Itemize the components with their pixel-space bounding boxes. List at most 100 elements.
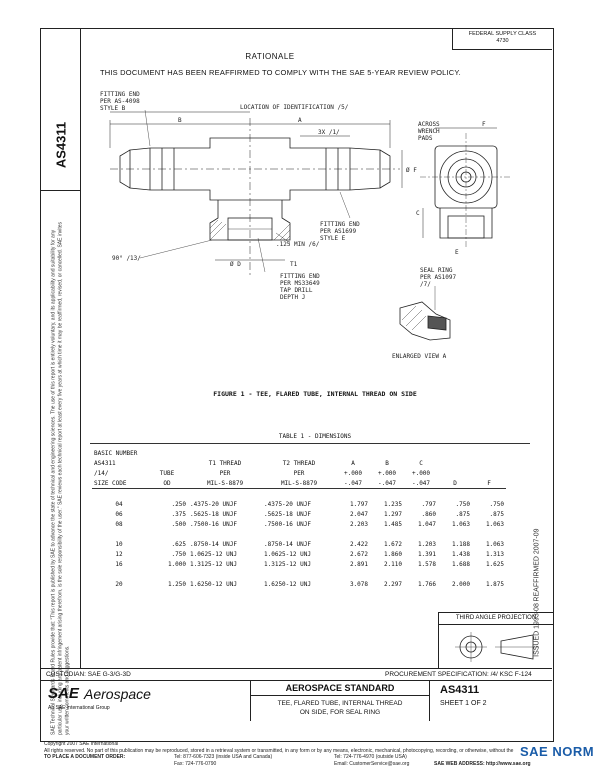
cell-tube: 1.250 (167, 580, 186, 588)
cell-c: 1.203 (417, 540, 436, 548)
label-dim-a: A (298, 117, 302, 124)
cell-tube: .500 (171, 520, 186, 528)
label-dim-f-dia: Ø F (406, 167, 417, 174)
cell-tube: .250 (171, 500, 186, 508)
label-fitting-end-bottom-2: PER MS33649 (280, 280, 320, 287)
label-dim-c: C (416, 210, 420, 217)
cell-a: 2.203 (349, 520, 368, 528)
label-fitting-end-bottom-1: FITTING END (280, 273, 320, 280)
cell-c: 1.391 (417, 550, 436, 558)
hdr-c-1: C (419, 459, 423, 467)
cell-d: 1.188 (451, 540, 470, 548)
label-identification: LOCATION OF IDENTIFICATION /5/ (240, 104, 349, 111)
cell-tube: .750 (171, 550, 186, 558)
cell-t2: .5625-18 UNJF (264, 510, 311, 518)
cell-b: 1.297 (383, 510, 402, 518)
label-fitting-end-right-2: PER AS1699 (320, 228, 357, 235)
cell-size: 16 (115, 560, 123, 568)
cell-d: .750 (455, 500, 470, 508)
footer-fax: Fax: 724-776-0790 (174, 760, 217, 767)
label-fitting-end-left-3: STYLE B (100, 105, 126, 112)
label-fitting-end-right-3: STYLE E (320, 235, 346, 242)
cell-d: 1.438 (451, 550, 470, 558)
table-row: 08 .500 .7500-16 UNJF .7500-16 UNJF 2.203 1.4… (92, 519, 506, 529)
cell-b: 1.235 (383, 500, 402, 508)
label-seal-ring-2: PER AS1097 (420, 274, 457, 281)
label-angle: 90° /13/ (112, 255, 141, 262)
label-across-1: ACROSS (418, 121, 440, 128)
side-doc-number: AS4311 (53, 121, 69, 169)
cell-tube: .375 (171, 510, 186, 518)
label-across-3: PADS (418, 135, 433, 142)
cell-c: 1.578 (417, 560, 436, 568)
cell-size: 08 (115, 520, 123, 528)
cell-d: 2.000 (451, 580, 470, 588)
cell-c: .797 (421, 500, 436, 508)
tee-fitting-drawing: FITTING END PER AS-4098 STYLE B LOCATION… (100, 91, 510, 360)
cell-a: 2.891 (349, 560, 368, 568)
cell-size: 12 (115, 550, 123, 558)
cell-t1: 1.3125-12 UNJ (190, 560, 237, 568)
sae-aerospace-logo: SAE Aerospace An SAE International Group (40, 681, 250, 721)
cell-f: 1.625 (485, 560, 504, 568)
title-block: AEROSPACE STANDARD TEE, FLARED TUBE, INT… (250, 681, 430, 721)
footer-tel-us: Tel: 877-606-7323 (inside USA and Canada… (174, 754, 273, 760)
label-dim-f: F (482, 121, 486, 128)
hdr-t1-3: MIL-S-8879 (206, 479, 244, 487)
cell-a: 1.797 (349, 500, 368, 508)
cell-b: 1.485 (383, 520, 402, 528)
sae-norm-watermark: SAE NORM (520, 744, 595, 759)
logo-group-text: An SAE International Group (48, 705, 110, 711)
table-title: TABLE 1 - DIMENSIONS (278, 433, 352, 440)
fsc-label: FEDERAL SUPPLY CLASS (468, 31, 537, 37)
cell-t2: .8750-14 UNJF (264, 540, 311, 548)
disclaimer-text: SAE Technical Standards Board Rules prov… (50, 221, 71, 735)
footer-copyright: Copyright 2007 SAE International (44, 741, 119, 747)
cell-t2: .4375-20 UNJF (264, 500, 311, 508)
hdr-b-3: -.047 (377, 479, 397, 487)
cell-a: 2.672 (349, 550, 368, 558)
cell-d: 1.688 (451, 560, 470, 568)
cell-a: 2.422 (349, 540, 368, 548)
cell-t2: .7500-16 UNJF (264, 520, 311, 528)
document-id: AS4311 (440, 684, 480, 696)
cell-c: .860 (421, 510, 436, 518)
label-dim-d: Ø D (230, 261, 241, 268)
hdr-a-3: -.047 (343, 479, 363, 487)
projection-symbol-icon (455, 632, 539, 662)
hdr-f: F (487, 479, 491, 487)
hdr-b-1: B (385, 459, 389, 467)
aerospace-standard-heading: AEROSPACE STANDARD (251, 683, 429, 696)
cell-f: 1.063 (485, 540, 504, 548)
procurement-spec: PROCUREMENT SPECIFICATION: /4/ KSC F-124 (385, 671, 532, 678)
cell-t1: .7500-16 UNJF (190, 520, 237, 528)
hdr-c-2: +.000 (411, 469, 431, 477)
label-t1: T1 (290, 261, 298, 268)
hdr-t2-2: PER (293, 469, 305, 477)
hdr-d: D (453, 479, 457, 487)
cell-a: 3.078 (349, 580, 368, 588)
hdr-tube-2: OD (163, 479, 171, 487)
cell-t2: 1.6250-12 UNJ (264, 580, 311, 588)
drawing-frame (40, 28, 554, 742)
custodian-label: CUSTODIAN: SAE G-3/G-3D (46, 671, 131, 678)
cell-tube: 1.000 (167, 560, 186, 568)
label-across-2: WRENCH (418, 128, 440, 135)
rationale-text: THIS DOCUMENT HAS BEEN REAFFIRMED TO COM… (100, 68, 461, 77)
cell-size: 20 (115, 580, 123, 588)
figure-caption: FIGURE 1 - TEE, FLARED TUBE, INTERNAL TH… (213, 390, 417, 398)
cell-d: .875 (455, 510, 470, 518)
hdr-basic-number-2: AS4311 (94, 459, 116, 467)
footer-tel-outside: Tel: 724-776-4970 (outside USA) (334, 754, 407, 760)
cell-t1: .5625-18 UNJF (190, 510, 237, 518)
footer-web: SAE WEB ADDRESS: http://www.sae.org (434, 760, 531, 767)
label-dim-b: B (178, 117, 182, 124)
hdr-basic-number-1: BASIC NUMBER (94, 449, 138, 457)
cell-t2: 1.3125-12 UNJ (264, 560, 311, 568)
sheet-number: SHEET 1 OF 2 (440, 700, 487, 707)
rationale-title: RATIONALE (245, 52, 295, 61)
drawing-labels: FITTING END PER AS-4098 STYLE B LOCATION… (100, 91, 486, 360)
